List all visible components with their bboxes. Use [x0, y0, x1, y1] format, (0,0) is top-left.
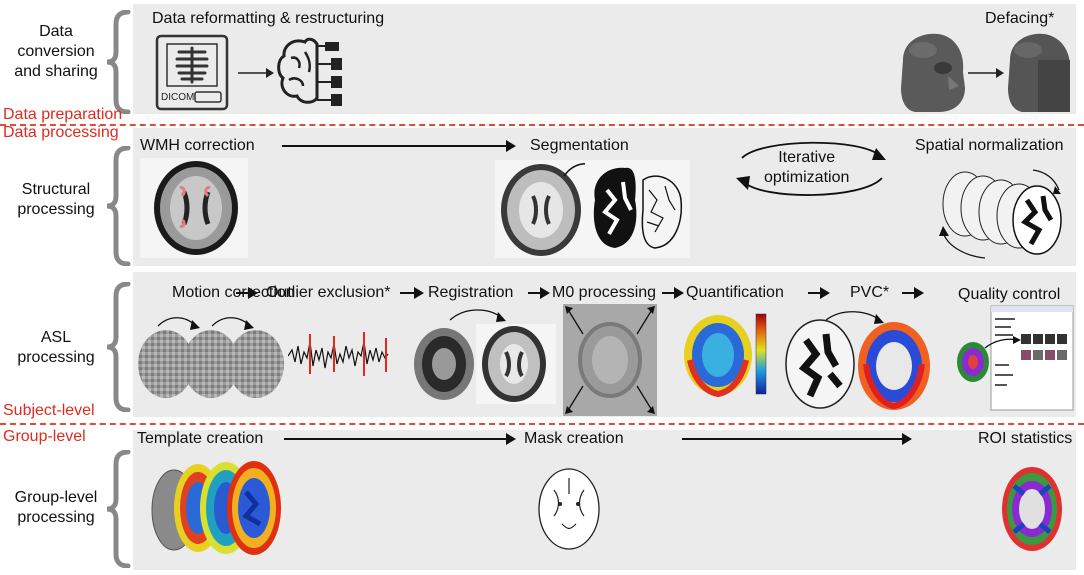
separator-group	[0, 423, 1084, 425]
step-iterative: Iterative optimization	[764, 149, 850, 186]
dicom-document-icon	[155, 34, 229, 111]
arrow-mask-roi	[682, 433, 912, 445]
roi-atlas	[1002, 467, 1062, 551]
step-m0: M0 processing	[552, 284, 657, 301]
step-mask: Mask creation	[524, 430, 624, 447]
arrow-outlier-registration	[400, 287, 424, 299]
brace-group	[106, 450, 131, 568]
arrow-template-mask	[284, 433, 516, 445]
arrow-quant-pvc	[808, 287, 830, 299]
brace-structural	[106, 146, 131, 266]
step-reformatting: Data reformatting & restructuring	[152, 10, 385, 27]
brain-t1	[495, 160, 587, 258]
step-outlier: Outlier exclusion*	[266, 284, 391, 301]
qc-report	[957, 305, 1074, 411]
dicom-label: DICOM	[161, 92, 195, 103]
label-data-preparation: Data preparation	[3, 106, 123, 123]
step-template: Template creation	[137, 430, 264, 447]
outlier-timeseries	[288, 332, 389, 376]
step-defacing: Defacing*	[985, 10, 1055, 27]
asl-motion-images	[138, 317, 284, 398]
step-quant: Quantification	[686, 284, 784, 301]
arrow-defacing	[968, 68, 1004, 78]
mask-outline	[538, 468, 600, 550]
arrow-wmh-to-seg	[282, 140, 516, 152]
step-registration: Registration	[428, 284, 514, 301]
arrow-pvc-qc	[902, 287, 924, 299]
pvc-images	[785, 311, 930, 410]
m0-image	[563, 304, 657, 416]
step-spatial: Spatial normalization	[915, 137, 1064, 154]
row-label-asl: ASL processing	[17, 329, 95, 366]
step-motion: Motion correction	[172, 284, 295, 301]
registration-images	[414, 309, 556, 404]
arrow-registration-m0	[528, 287, 550, 299]
step-wmh: WMH correction	[140, 137, 255, 154]
step-pvc: PVC*	[850, 284, 890, 301]
label-data-processing: Data processing	[3, 124, 119, 141]
brain-stack-normalization	[939, 169, 1062, 259]
template-stack	[151, 461, 281, 555]
row-label-structural: Structural processing	[17, 181, 95, 218]
row-label-group: Group-level processing	[14, 489, 98, 526]
cbf-map	[684, 313, 767, 398]
head-original	[901, 33, 965, 112]
row-label-conversion: Data conversion and sharing	[14, 23, 98, 80]
brain-folder-icon	[277, 37, 342, 106]
iterative-arrows	[736, 141, 886, 196]
brain-wmh	[140, 158, 248, 258]
brace-asl	[106, 282, 131, 412]
arrow-dicom-to-brain	[238, 68, 274, 78]
step-roi: ROI statistics	[978, 430, 1073, 447]
separator-preparation	[0, 124, 1084, 126]
arrow-m0-quant	[662, 287, 684, 299]
step-segmentation: Segmentation	[530, 137, 629, 154]
brace-conversion	[106, 10, 131, 114]
brain-segmented	[585, 160, 690, 258]
panel-group	[133, 430, 1076, 570]
label-group-level: Group-level	[3, 428, 86, 445]
label-subject-level: Subject-level	[3, 402, 95, 419]
arrow-motion-outlier	[236, 287, 258, 299]
head-defaced	[1008, 33, 1070, 112]
step-qc: Quality control	[958, 286, 1061, 303]
